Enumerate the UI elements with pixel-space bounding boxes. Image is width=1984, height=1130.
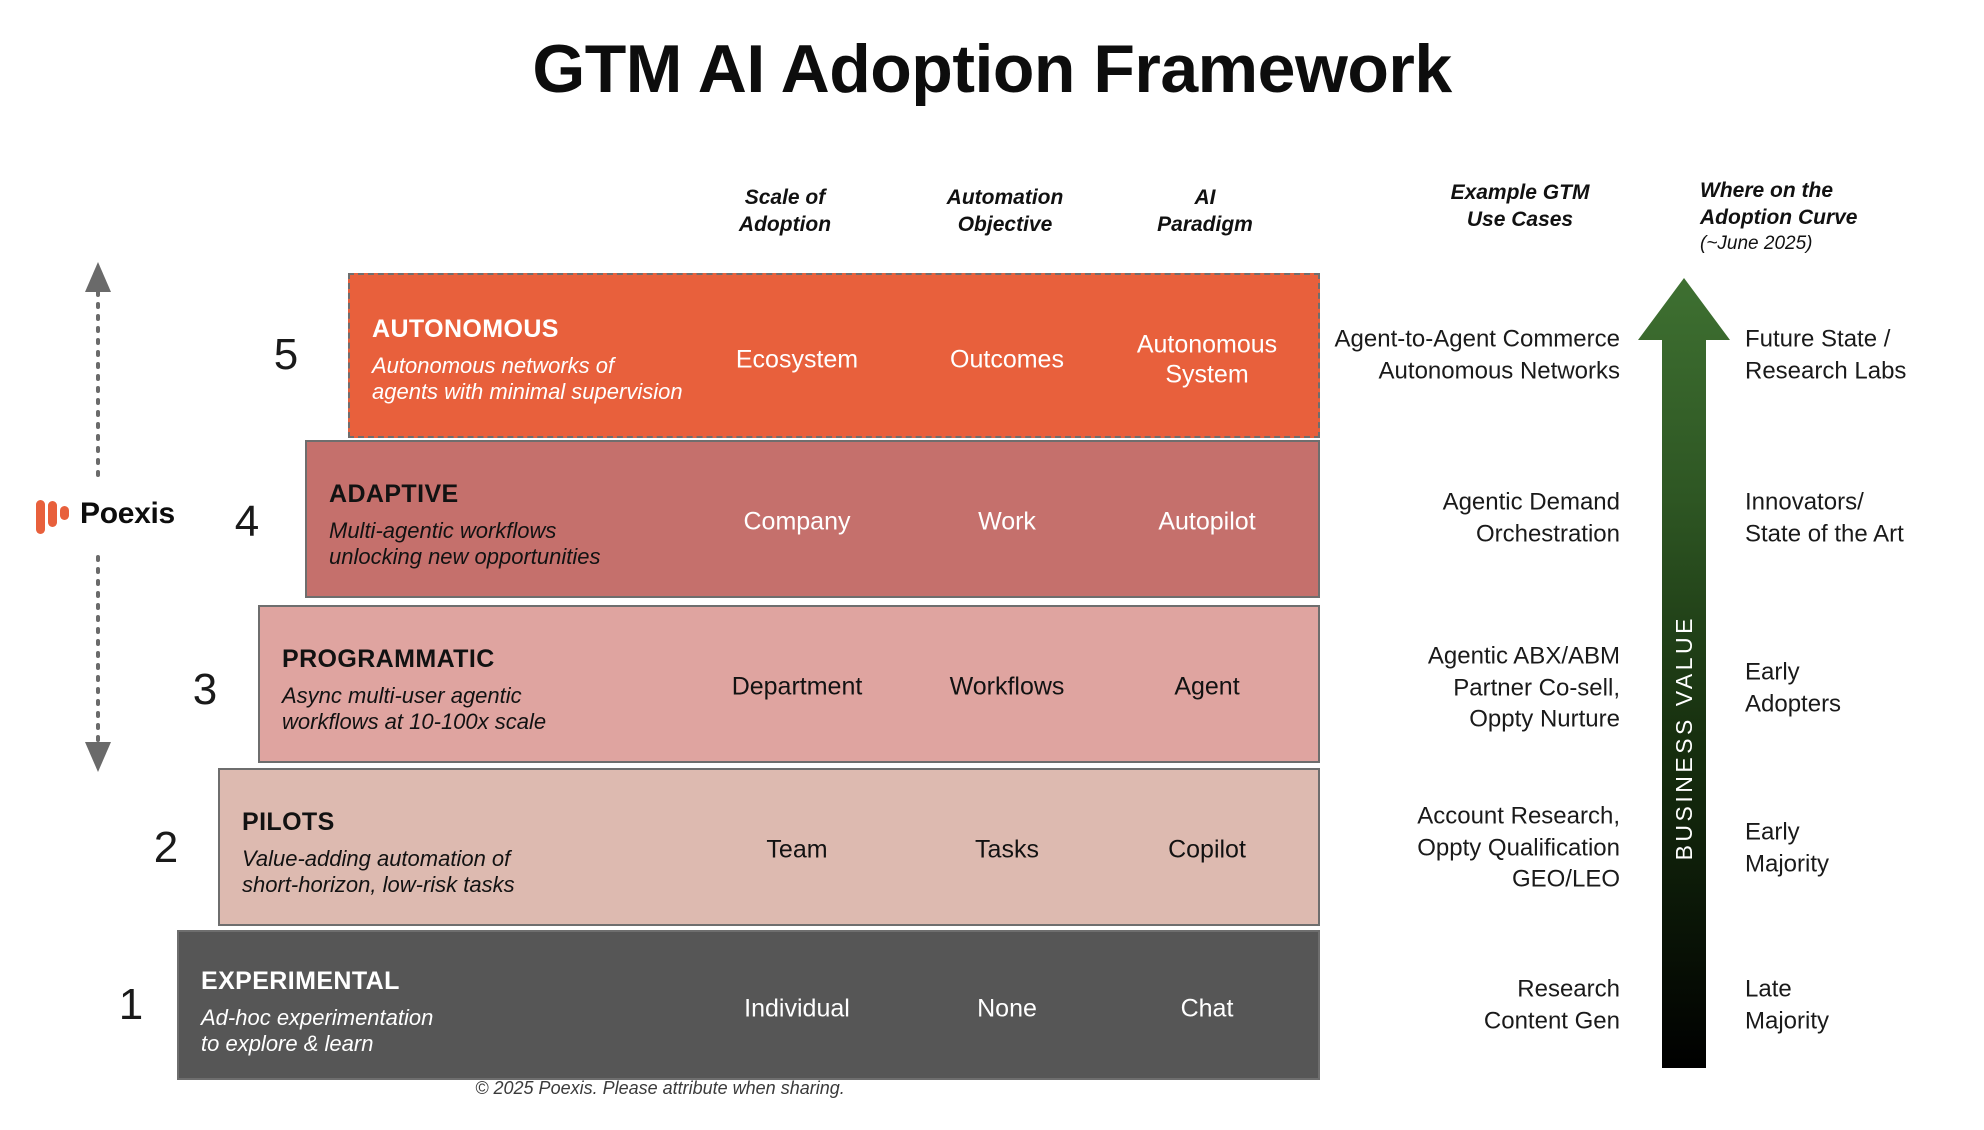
tier-5-usecases: Agent-to-Agent Commerce Autonomous Netwo… <box>1334 325 1620 384</box>
tier-row-3[interactable]: PROGRAMMATIC Async multi-user agentic wo… <box>258 605 1320 763</box>
poexis-wordmark: Poexis <box>80 497 175 530</box>
column-header-scale: Scale of Adoption <box>690 185 880 239</box>
tier-2-name: PILOTS <box>242 808 335 836</box>
tier-2-scale: Team <box>766 835 828 864</box>
tier-4-usecases: Agentic Demand Orchestration <box>1442 488 1620 547</box>
column-header-usecases-line2: Use Cases <box>1466 207 1574 231</box>
tier-2-description: Value-adding automation of short-horizon… <box>242 846 515 897</box>
tier-4-name: ADAPTIVE <box>329 480 459 508</box>
tier-1-scale: Individual <box>744 994 850 1023</box>
tier-4-curve: Innovators/ State of the Art <box>1745 488 1904 547</box>
tier-5-objective: Outcomes <box>950 345 1064 374</box>
tier-5-scale: Ecosystem <box>735 345 859 374</box>
tier-5-paradigm: Autonomous System <box>1136 330 1278 389</box>
tier-2-level-number: 2 <box>153 823 179 872</box>
poexis-bars-logo-icon <box>36 494 70 534</box>
column-header-scale-line1: Scale of <box>744 186 826 209</box>
tier-1-objective: None <box>977 994 1037 1023</box>
poexis-logo: Poexis <box>36 485 196 543</box>
tier-4-paradigm: Autopilot <box>1158 507 1256 536</box>
tier-1-level-number: 1 <box>118 980 144 1029</box>
tier-1-usecases: Research Content Gen <box>1483 975 1620 1034</box>
tier-4-objective: Work <box>978 507 1036 536</box>
column-header-curve-sub: (~June 2025) <box>1700 232 1813 254</box>
tier-1-description: Ad-hoc experimentation to explore & lear… <box>201 1005 434 1056</box>
column-header-paradigm: AI Paradigm <box>1110 185 1300 239</box>
tier-2-objective: Tasks <box>975 835 1039 864</box>
column-header-objective: Automation Objective <box>900 185 1110 239</box>
tier-3-level-number: 3 <box>192 665 218 714</box>
column-header-usecases-line1: Example GTM <box>1450 181 1590 204</box>
tier-2-paradigm: Copilot <box>1168 835 1246 864</box>
footer-attribution: © 2025 Poexis. Please attribute when sha… <box>475 1078 845 1098</box>
tier-1-paradigm: Chat <box>1180 994 1234 1023</box>
tier-3-curve: Early Adopters <box>1745 658 1842 717</box>
tier-2-usecases: Account Research, Oppty Qualification GE… <box>1417 802 1620 893</box>
tier-1-curve: Late Majority <box>1745 975 1830 1034</box>
tier-4-description: Multi-agentic workflows unlocking new op… <box>329 518 601 569</box>
tier-5-level-number: 5 <box>273 330 299 379</box>
tier-3-paradigm: Agent <box>1174 672 1240 701</box>
business-value-arrow-icon <box>1638 278 1730 1068</box>
tier-2-curve: Early Majority <box>1745 818 1830 877</box>
column-header-curve-line2: Adoption Curve <box>1700 205 1858 229</box>
tier-1-name: EXPERIMENTAL <box>201 967 400 995</box>
page-title: GTM AI Adoption Framework <box>532 31 1452 107</box>
column-header-paradigm-line1: AI <box>1194 186 1216 209</box>
tier-row-2[interactable]: PILOTS Value-adding automation of short-… <box>218 768 1320 926</box>
column-header-scale-line2: Adoption <box>738 212 832 236</box>
tier-3-usecases: Agentic ABX/ABM Partner Co-sell, Oppty N… <box>1427 642 1620 733</box>
tier-row-4[interactable]: ADAPTIVE Multi-agentic workflows unlocki… <box>305 440 1320 598</box>
tier-5-name: AUTONOMOUS <box>372 315 559 343</box>
tier-5-curve: Future State / Research Labs <box>1745 325 1907 384</box>
column-header-paradigm-line2: Paradigm <box>1157 212 1253 236</box>
tier-3-name: PROGRAMMATIC <box>282 645 495 673</box>
column-header-objective-line2: Objective <box>957 212 1053 236</box>
tier-3-objective: Workflows <box>949 672 1065 701</box>
tier-row-1[interactable]: EXPERIMENTAL Ad-hoc experimentation to e… <box>177 930 1320 1080</box>
column-header-objective-line1: Automation <box>946 186 1064 209</box>
tier-4-scale: Company <box>743 507 851 536</box>
column-header-usecases: Example GTM Use Cases <box>1380 180 1660 234</box>
vertical-double-arrow-dotted-icon <box>85 262 111 772</box>
tier-3-scale: Department <box>731 672 863 701</box>
column-header-curve-line1: Where on the <box>1700 179 1834 202</box>
tier-row-5[interactable]: AUTONOMOUS Autonomous networks of agents… <box>348 273 1320 438</box>
tier-3-description: Async multi-user agentic workflows at 10… <box>282 683 547 734</box>
tier-5-description: Autonomous networks of agents with minim… <box>372 353 683 404</box>
column-header-curve: Where on the Adoption Curve (~June 2025) <box>1700 178 1950 256</box>
tier-4-level-number: 4 <box>234 497 260 546</box>
